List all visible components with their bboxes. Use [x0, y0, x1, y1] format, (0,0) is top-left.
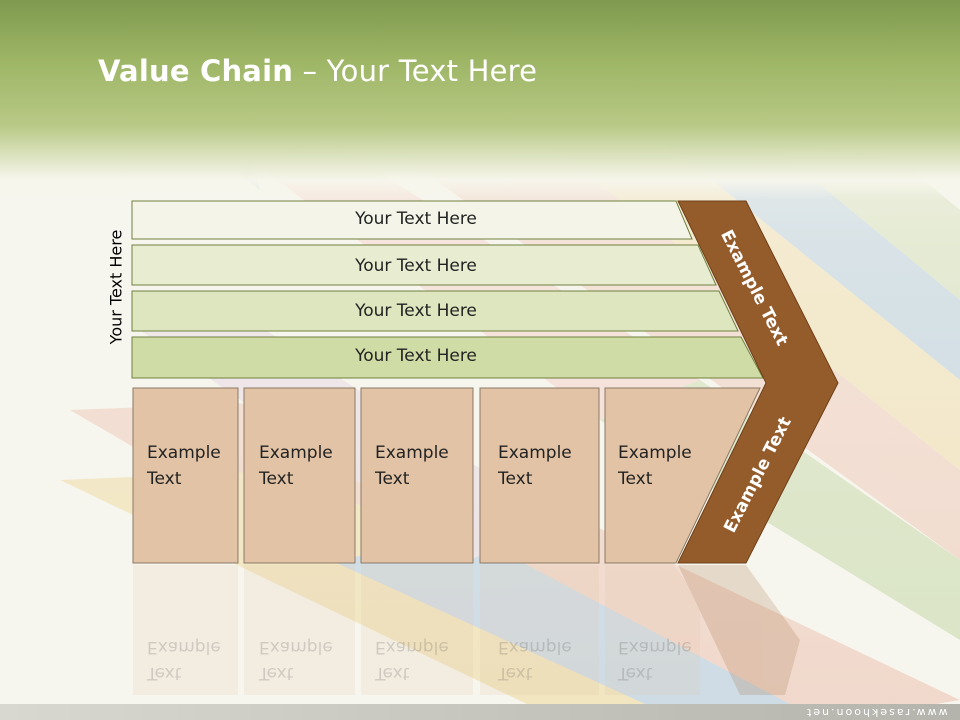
primary-box-5[interactable]: [604, 387, 761, 564]
primary-box-2-line1: Example: [259, 443, 333, 463]
primary-box-1-line2: Text: [147, 469, 182, 489]
support-row-3-label: Your Text Here: [355, 301, 477, 321]
primary-box-3-line1: Example: [375, 443, 449, 463]
header-band: [0, 0, 960, 200]
reflection-5-line2: Text: [618, 663, 653, 683]
primary-box-4[interactable]: [479, 387, 600, 564]
primary-box-4-line2: Text: [498, 469, 533, 489]
reflection-3-line2: Text: [375, 663, 410, 683]
footer-url: www.rasekhoon.net: [805, 706, 948, 719]
reflection-5-line1: Example: [618, 637, 692, 657]
primary-box-5-line1: Example: [618, 443, 692, 463]
primary-box-4-line1: Example: [498, 443, 572, 463]
reflection-1-line2: Text: [147, 663, 182, 683]
primary-box-2[interactable]: [243, 387, 356, 564]
support-row-3[interactable]: [131, 290, 739, 332]
title-subtitle: – Your Text Here: [293, 54, 538, 88]
reflection-2-line1: Example: [259, 637, 333, 657]
support-row-4[interactable]: [131, 336, 764, 379]
reflection-3-line1: Example: [375, 637, 449, 657]
primary-box-3-reflection: Text Example: [375, 634, 449, 686]
primary-box-2-reflection: Text Example: [259, 634, 333, 686]
primary-box-3-line2: Text: [375, 469, 410, 489]
reflection-4-line2: Text: [498, 663, 533, 683]
primary-box-1[interactable]: [132, 387, 239, 564]
support-row-1-label: Your Text Here: [355, 209, 477, 229]
support-row-4-label: Your Text Here: [355, 346, 477, 366]
reflection-4-line1: Example: [498, 637, 572, 657]
primary-box-1-line1: Example: [147, 443, 221, 463]
reflection-group: [133, 565, 800, 695]
primary-box-3[interactable]: [360, 387, 474, 564]
margin-chevron[interactable]: [677, 200, 839, 564]
primary-box-5-reflection: Text Example: [618, 634, 692, 686]
primary-box-2-line2: Text: [259, 469, 294, 489]
primary-box-4-reflection: Text Example: [498, 634, 572, 686]
support-row-2[interactable]: [131, 244, 717, 286]
primary-box-1-reflection: Text Example: [147, 634, 221, 686]
reflection-1-line1: Example: [147, 637, 221, 657]
footer-bar: [0, 704, 960, 720]
support-row-2-label: Your Text Here: [355, 256, 477, 276]
support-row-1[interactable]: [131, 200, 693, 240]
slide-title: Value Chain – Your Text Here: [98, 54, 537, 88]
title-main: Value Chain: [98, 54, 294, 88]
primary-box-5-line2: Text: [618, 469, 653, 489]
reflection-2-line2: Text: [259, 663, 294, 683]
